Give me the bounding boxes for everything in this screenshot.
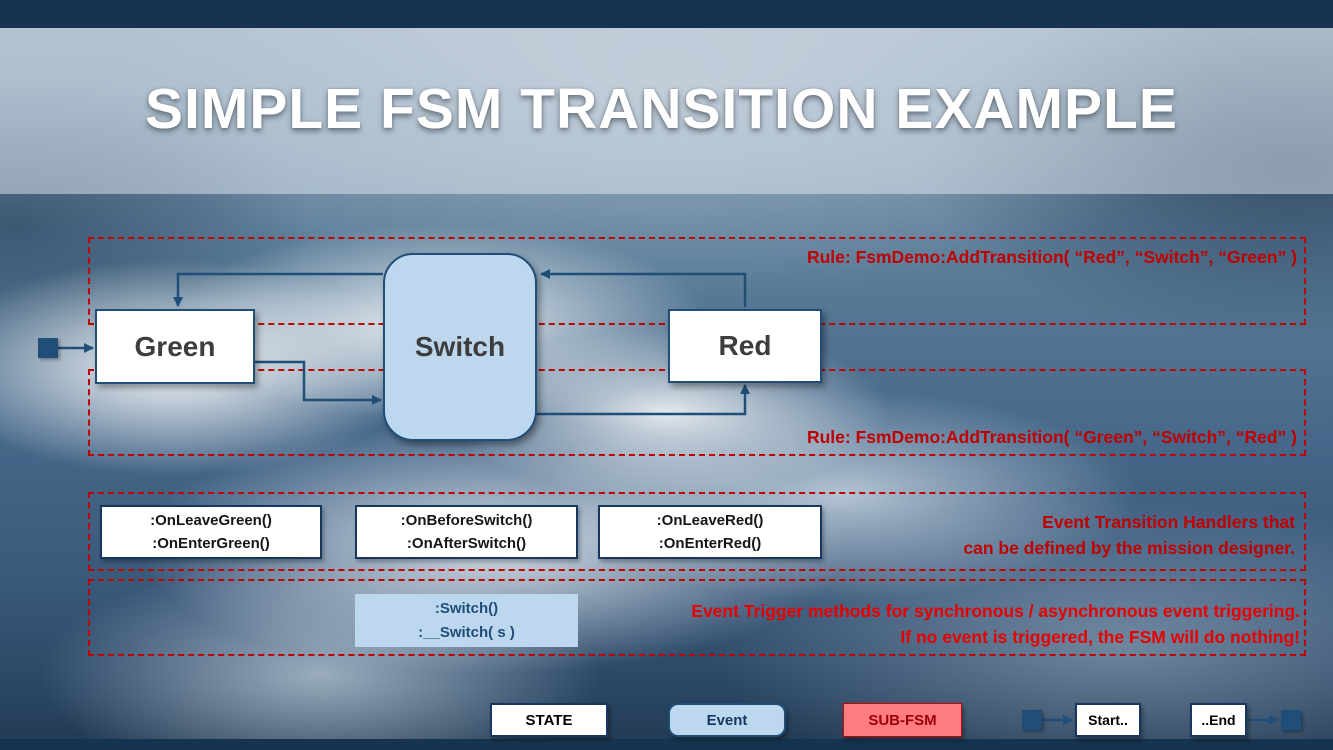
- bottom-border-bar: [0, 739, 1333, 750]
- triggers-note-line1: Event Trigger methods for synchronous / …: [691, 601, 1300, 621]
- handler-box-green: :OnLeaveGreen() :OnEnterGreen(): [100, 505, 322, 559]
- state-green: Green: [95, 309, 255, 384]
- legend-state: STATE: [490, 703, 608, 737]
- handlers-note-line1: Event Transition Handlers that: [1042, 512, 1295, 532]
- handler-line: :OnLeaveGreen(): [150, 511, 272, 529]
- slide-title: SIMPLE FSM TRANSITION EXAMPLE: [145, 77, 1178, 141]
- handler-line: :OnEnterGreen(): [152, 535, 270, 552]
- title-band: [0, 28, 1333, 194]
- event-switch-node: Switch: [383, 253, 537, 441]
- legend-end-label: ..End: [1201, 712, 1236, 728]
- legend-state-label: STATE: [525, 711, 573, 729]
- rule-text-red-switch-green: Rule: FsmDemo:AddTransition( “Red”, “Swi…: [806, 247, 1297, 267]
- handlers-box: [88, 492, 1306, 571]
- trigger-line: :Switch(): [434, 600, 499, 618]
- legend-start-marker: [1022, 710, 1042, 730]
- event-switch-label: Switch: [414, 331, 506, 362]
- triggers-note-line2: If no event is triggered, the FSM will d…: [900, 627, 1300, 647]
- state-red-label: Red: [718, 330, 772, 361]
- top-border-bar: [0, 0, 1333, 28]
- legend-sub-fsm-label: SUB-FSM: [868, 711, 937, 729]
- start-marker: [38, 338, 58, 358]
- handlers-note-line2: can be defined by the mission designer.: [963, 538, 1295, 558]
- rule-text-green-switch-red: Rule: FsmDemo:AddTransition( “Green”, “S…: [806, 427, 1297, 447]
- triggers-note: Event Trigger methods for synchronous / …: [691, 598, 1300, 650]
- handlers-note: Event Transition Handlers that can be de…: [963, 509, 1295, 561]
- handler-line: :OnLeaveRed(): [656, 511, 764, 529]
- trigger-box-switch: :Switch() :__Switch( s ): [355, 594, 578, 647]
- legend-start: Start..: [1075, 703, 1141, 737]
- state-green-label: Green: [134, 330, 216, 362]
- triggers-box: [88, 579, 1306, 656]
- handler-box-switch: :OnBeforeSwitch() :OnAfterSwitch(): [355, 505, 578, 559]
- handler-line: :OnAfterSwitch(): [406, 535, 527, 552]
- legend-event: Event: [668, 703, 786, 737]
- legend-end-marker: [1281, 710, 1301, 730]
- handler-line: :OnBeforeSwitch(): [400, 511, 533, 529]
- state-red: Red: [668, 309, 822, 383]
- handler-line: :OnEnterRed(): [658, 535, 762, 552]
- trigger-line: :__Switch( s ): [418, 623, 515, 641]
- handler-box-red: :OnLeaveRed() :OnEnterRed(): [598, 505, 822, 559]
- legend-sub-fsm: SUB-FSM: [843, 703, 962, 737]
- legend-event-label: Event: [706, 711, 748, 729]
- legend-end: ..End: [1190, 703, 1247, 737]
- legend-start-label: Start..: [1088, 712, 1128, 728]
